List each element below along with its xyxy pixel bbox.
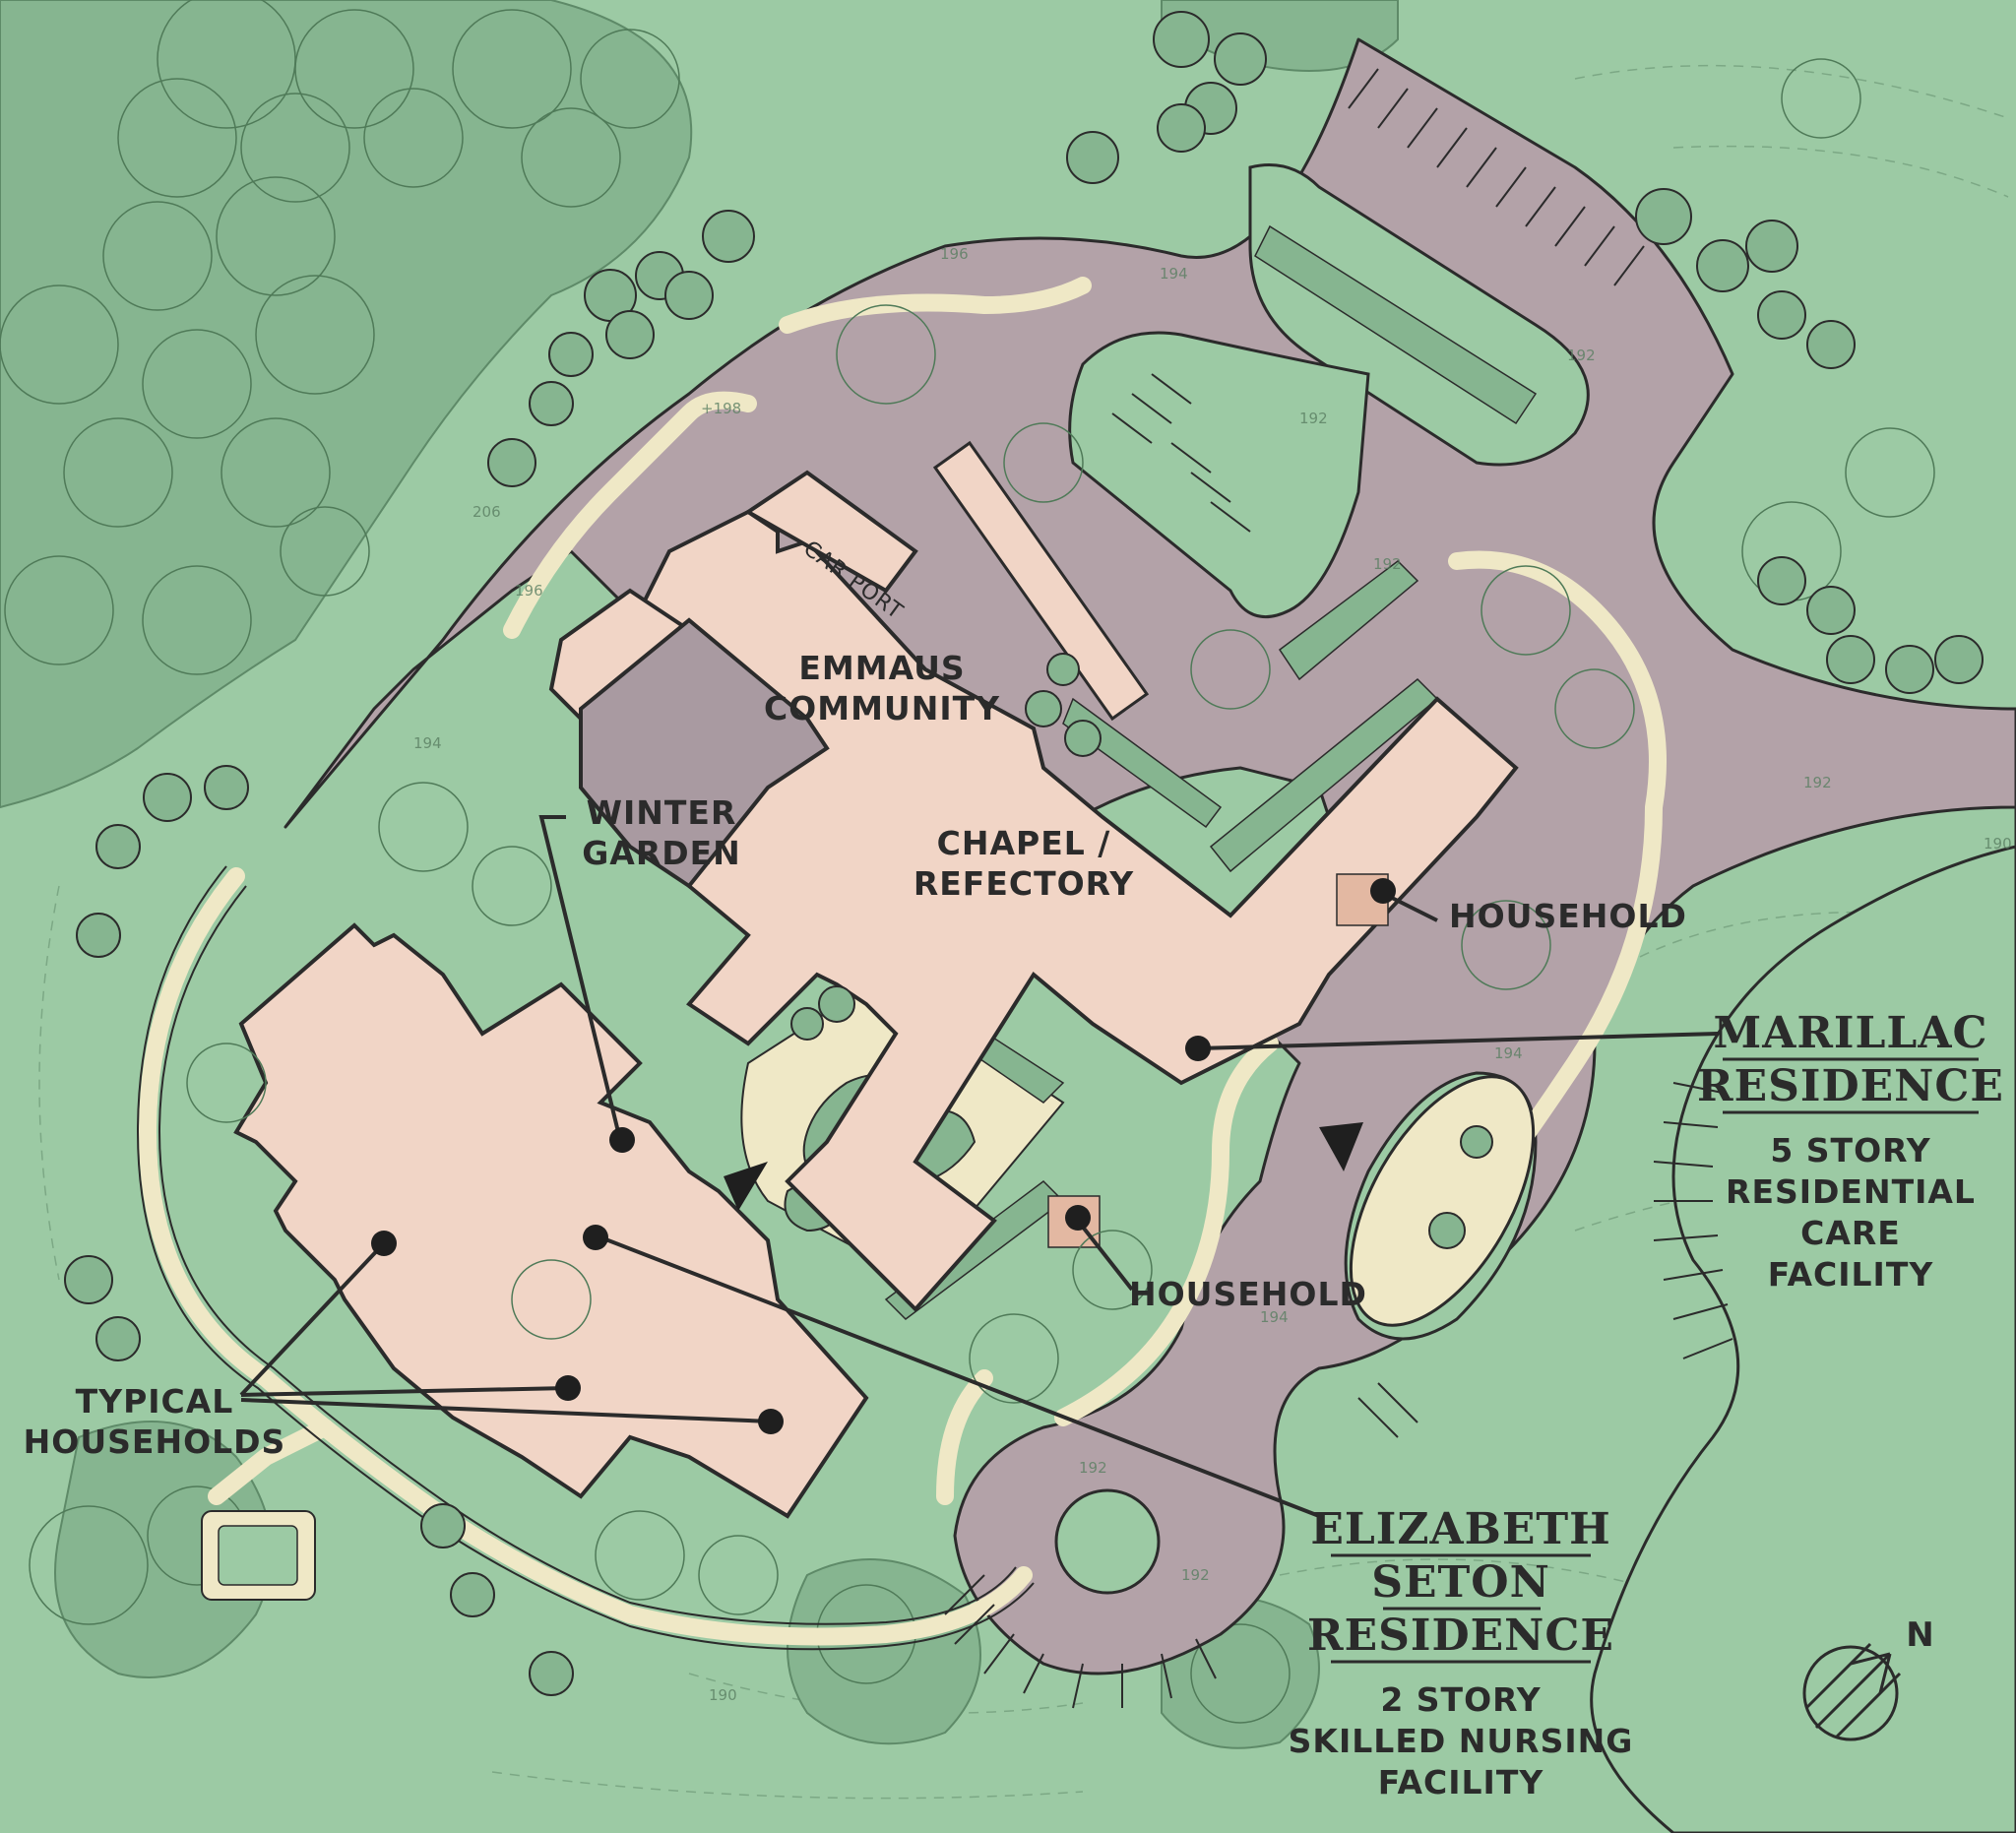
seton-name-3: RESIDENCE [1307, 1611, 1614, 1661]
marillac-desc-3: CARE [1800, 1214, 1901, 1252]
leader-lines [239, 815, 1719, 1518]
winter-garden-roof [579, 617, 830, 889]
location-dots [371, 878, 1396, 1434]
north-arrow-circle [1802, 1645, 1899, 1741]
contour-label: 192 [1803, 774, 1832, 791]
small-plaza-inner [218, 1525, 298, 1586]
household-label-lower: HOUSEHOLD [1129, 1275, 1367, 1313]
marillac-name-2: RESIDENCE [1697, 1061, 2004, 1111]
contour-label: 190 [1984, 835, 2012, 853]
ornamental-trees [64, 11, 1984, 1696]
contour-labels: 196 194 +198 192 192 206 196 194 192 192… [413, 245, 2012, 1704]
parking-stalls [944, 68, 1733, 1709]
seton-name-2: SETON [1371, 1557, 1550, 1608]
tree-canopies [0, 0, 1935, 1724]
typical-households-label-2: HOUSEHOLDS [24, 1422, 286, 1461]
seton-desc-2: SKILLED NURSING [1289, 1722, 1634, 1760]
entry-arrows [724, 1122, 1363, 1211]
winter-garden-label-1: WINTER [587, 793, 737, 832]
seton-name-1: ELIZABETH [1310, 1504, 1610, 1554]
emmaus-wing [744, 470, 918, 594]
marillac-desc-4: FACILITY [1768, 1255, 1934, 1294]
emmaus-label-2: COMMUNITY [764, 689, 1000, 727]
car-port [932, 440, 1150, 722]
emmaus-label-1: EMMAUS [798, 649, 965, 687]
seton-desc-1: 2 STORY [1380, 1680, 1541, 1719]
walkway-edges [136, 865, 1035, 1651]
walkways [139, 277, 1667, 1646]
typical-households-label-1: TYPICAL [76, 1382, 234, 1421]
north-label: N [1906, 1615, 1934, 1655]
lawn-trees [186, 304, 1635, 1615]
marillac-desc-1: 5 STORY [1770, 1131, 1930, 1169]
contour-label: 190 [709, 1686, 737, 1704]
contour-label: 196 [940, 245, 969, 263]
marillac-name-1: MARILLAC [1713, 1008, 1987, 1058]
contour-label: +198 [701, 400, 741, 417]
contour-label: 194 [1160, 265, 1188, 283]
winter-garden-label-2: GARDEN [582, 834, 741, 872]
marillac-desc-2: RESIDENTIAL [1726, 1172, 1976, 1211]
entry-arrow-east [1319, 1122, 1363, 1171]
household-label-upper: HOUSEHOLD [1449, 897, 1687, 935]
contour-label: 192 [1567, 347, 1596, 364]
north-arrow-icon [1804, 1642, 1902, 1739]
woods [0, 0, 1399, 1749]
north-arrow: N [1802, 1615, 1934, 1741]
seton-desc-3: FACILITY [1378, 1763, 1544, 1801]
contour-label: 194 [1260, 1308, 1289, 1326]
contour-label: 192 [1181, 1566, 1210, 1584]
chapel-label-1: CHAPEL / [937, 824, 1111, 862]
contour-label: 194 [1494, 1044, 1523, 1062]
contour-label: 192 [1079, 1459, 1107, 1477]
entry-arrow-west [724, 1162, 768, 1211]
emmaus-chapel-building [627, 509, 1519, 1312]
chapel-label-2: REFECTORY [914, 864, 1134, 903]
contour-label: 196 [515, 582, 543, 600]
contour-label: 192 [1299, 410, 1328, 427]
contour-label: 206 [472, 503, 501, 521]
contour-label: 192 [1373, 555, 1402, 573]
labels: CAR PORT EMMAUS COMMUNITY WINTER GARDEN … [24, 537, 2004, 1801]
seton-building [233, 922, 869, 1519]
contour-label: 194 [413, 734, 442, 752]
